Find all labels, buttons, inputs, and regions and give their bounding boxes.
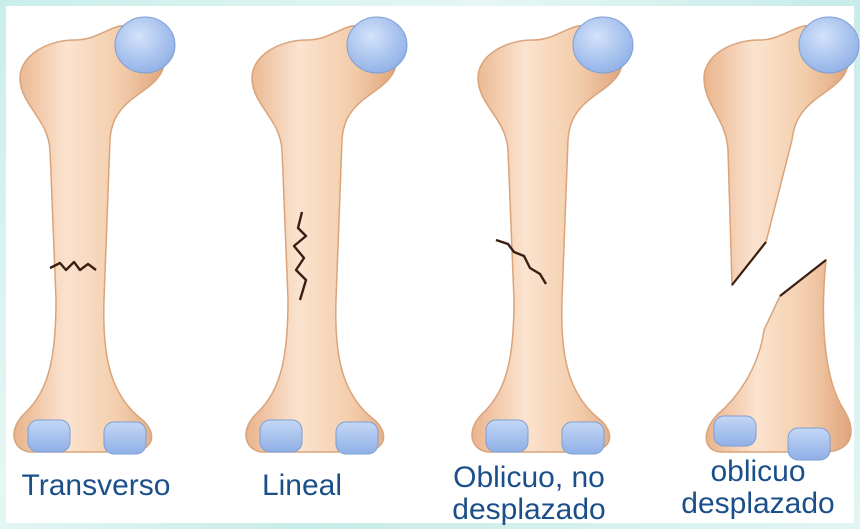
- condyle-cartilage: [486, 420, 528, 452]
- label-line: desplazado: [424, 494, 634, 526]
- condyle-cartilage: [260, 420, 302, 452]
- label-oblicuo-no-desplazado: Oblicuo, no desplazado: [424, 462, 634, 526]
- label-line: oblicuo: [660, 456, 856, 488]
- femoral-head-cartilage: [115, 17, 175, 73]
- label-oblicuo-desplazado: oblicuo desplazado: [660, 456, 856, 520]
- femur-lineal: [246, 17, 407, 454]
- femur-shaft: [246, 26, 397, 452]
- condyle-cartilage: [562, 422, 604, 454]
- femur-shaft: [14, 26, 165, 452]
- condyle-cartilage: [104, 422, 146, 454]
- condyle-cartilage: [714, 416, 756, 446]
- femoral-head-cartilage: [347, 17, 407, 73]
- condyle-cartilage: [336, 422, 378, 454]
- femoral-head-cartilage: [799, 17, 859, 73]
- condyle-cartilage: [28, 420, 70, 452]
- label-line: desplazado: [660, 488, 856, 520]
- label-line: Lineal: [222, 470, 382, 502]
- femur-shaft: [472, 26, 623, 452]
- label-line: Transverso: [6, 470, 186, 502]
- label-line: Oblicuo, no: [424, 462, 634, 494]
- femur-oblicuo-no-desplazado: [472, 17, 633, 454]
- label-lineal: Lineal: [222, 470, 382, 502]
- femur-transverso: [14, 17, 175, 454]
- femur-oblicuo-desplazado: [704, 17, 859, 460]
- femoral-head-cartilage: [573, 17, 633, 73]
- label-transverso: Transverso: [6, 470, 186, 502]
